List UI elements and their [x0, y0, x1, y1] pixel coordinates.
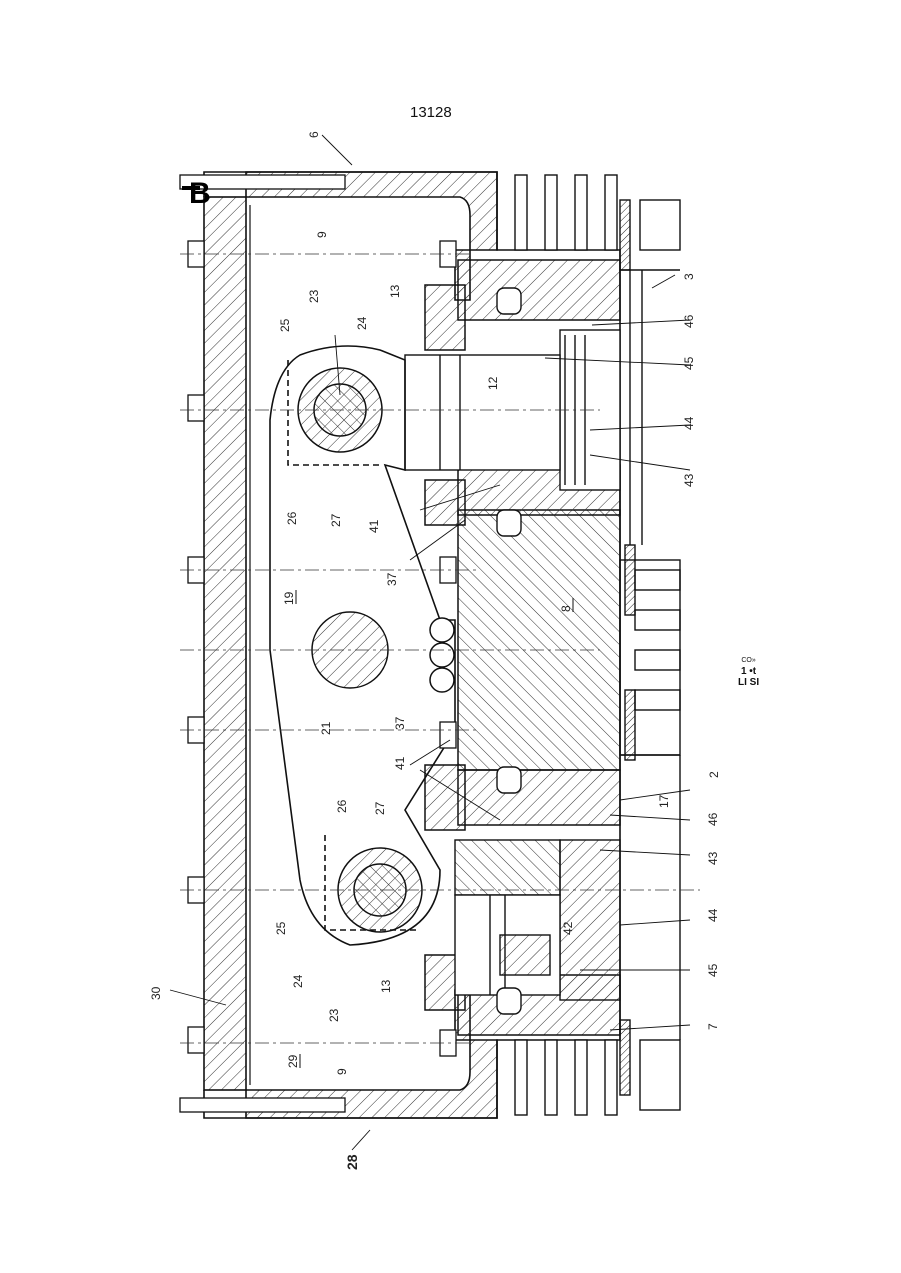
label-23-bottom: 23 — [327, 1008, 341, 1022]
label-12: 12 — [486, 376, 500, 390]
label-13-top: 13 — [388, 284, 402, 298]
label-3: 3 — [682, 273, 696, 280]
label-44-top: 44 — [682, 416, 696, 430]
label-25-top: 25 — [278, 318, 292, 332]
label-8: 8 — [559, 605, 573, 612]
label-46-top: 46 — [682, 314, 696, 328]
label-2: 2 — [707, 771, 721, 778]
label-44-bottom: 44 — [706, 908, 720, 922]
label-28: 28 — [344, 1154, 360, 1170]
label-43-bottom: 43 — [706, 851, 720, 865]
label-41-bottom: 41 — [393, 756, 407, 770]
label-30: 30 — [149, 986, 163, 1000]
label-29: 29 — [286, 1054, 300, 1068]
label-9-top: 9 — [315, 231, 329, 238]
label-27-bottom: 27 — [373, 801, 387, 815]
label-26-bottom: 26 — [335, 799, 349, 813]
label-27-top: 27 — [329, 513, 343, 527]
label-13-bottom: 13 — [379, 979, 393, 993]
label-25-bottom: 25 — [274, 921, 288, 935]
label-7: 7 — [706, 1023, 720, 1030]
label-45-top: 45 — [682, 356, 696, 370]
label-42: 42 — [561, 921, 575, 935]
label-24-bottom: 24 — [291, 974, 305, 988]
label-19: 19 — [282, 591, 296, 605]
label-45-bottom: 45 — [706, 963, 720, 977]
label-37-top: 37 — [385, 572, 399, 586]
label-6: 6 — [307, 131, 321, 138]
label-24-top: 24 — [355, 316, 369, 330]
label-43-top: 43 — [682, 473, 696, 487]
label-46-bottom: 46 — [706, 812, 720, 826]
label-17: 17 — [657, 794, 671, 808]
section-mark-b: B — [189, 177, 211, 210]
label-23-top: 23 — [307, 289, 321, 303]
label-37-bottom: 37 — [393, 716, 407, 730]
label-9-bottom: 9 — [335, 1068, 349, 1075]
label-21: 21 — [319, 721, 333, 735]
label-26-top: 26 — [285, 511, 299, 525]
label-41-top: 41 — [367, 519, 381, 533]
